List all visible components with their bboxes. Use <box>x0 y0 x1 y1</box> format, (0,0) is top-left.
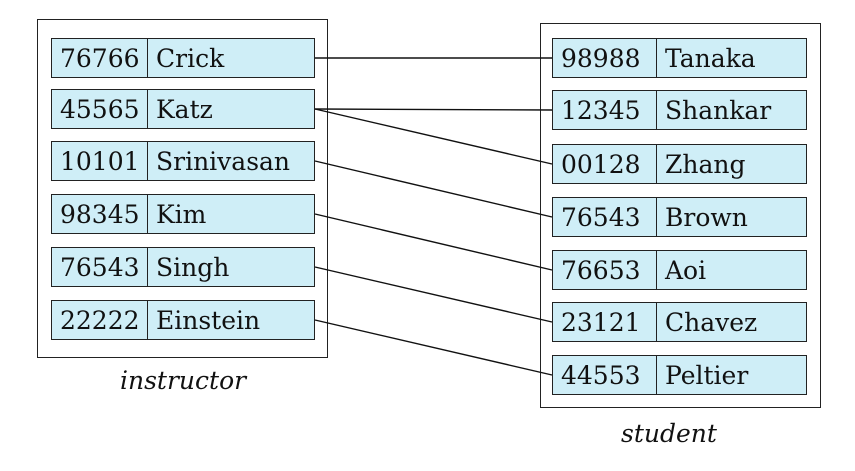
student-name: Aoi <box>665 255 707 285</box>
student-name: Brown <box>665 202 748 232</box>
student-id: 44553 <box>553 356 657 394</box>
student-row: 76543 Brown <box>552 197 807 237</box>
student-row: 76653 Aoi <box>552 250 807 290</box>
student-id: 00128 <box>553 145 657 183</box>
student-id: 76543 <box>553 198 657 236</box>
instructor-id: 76543 <box>52 248 148 286</box>
instructor-caption: instructor <box>120 366 247 395</box>
instructor-row: 76766 Crick <box>51 38 315 78</box>
instructor-id: 76766 <box>52 39 148 77</box>
instructor-id: 98345 <box>52 195 148 233</box>
student-row: 98988 Tanaka <box>552 38 807 78</box>
instructor-name: Crick <box>156 43 225 73</box>
relationship-line <box>314 160 553 218</box>
instructor-id: 22222 <box>52 301 148 339</box>
instructor-name: Singh <box>156 252 230 282</box>
student-row: 44553 Peltier <box>552 355 807 395</box>
instructor-row: 10101 Srinivasan <box>51 141 315 181</box>
relationship-line <box>314 108 553 165</box>
instructor-id: 10101 <box>52 142 148 180</box>
instructor-row: 76543 Singh <box>51 247 315 287</box>
student-row: 23121 Chavez <box>552 302 807 342</box>
student-id: 76653 <box>553 251 657 289</box>
instructor-row: 98345 Kim <box>51 194 315 234</box>
student-row: 00128 Zhang <box>552 144 807 184</box>
instructor-id: 45565 <box>52 90 148 128</box>
relationship-line <box>314 319 553 376</box>
student-name: Zhang <box>665 149 746 179</box>
relationship-line <box>314 108 553 111</box>
student-name: Shankar <box>665 95 772 125</box>
relationship-line <box>314 266 553 323</box>
instructor-name: Einstein <box>156 305 261 335</box>
student-row: 12345 Shankar <box>552 90 807 130</box>
student-name: Chavez <box>665 307 758 337</box>
student-id: 23121 <box>553 303 657 341</box>
instructor-row: 45565 Katz <box>51 89 315 129</box>
student-name: Tanaka <box>665 43 756 73</box>
instructor-name: Kim <box>156 199 207 229</box>
student-name: Peltier <box>665 360 749 390</box>
relationship-line <box>314 213 553 271</box>
instructor-name: Katz <box>156 94 213 124</box>
student-id: 12345 <box>553 91 657 129</box>
instructor-name: Srinivasan <box>156 146 291 176</box>
student-id: 98988 <box>553 39 657 77</box>
student-caption: student <box>621 419 717 448</box>
instructor-row: 22222 Einstein <box>51 300 315 340</box>
